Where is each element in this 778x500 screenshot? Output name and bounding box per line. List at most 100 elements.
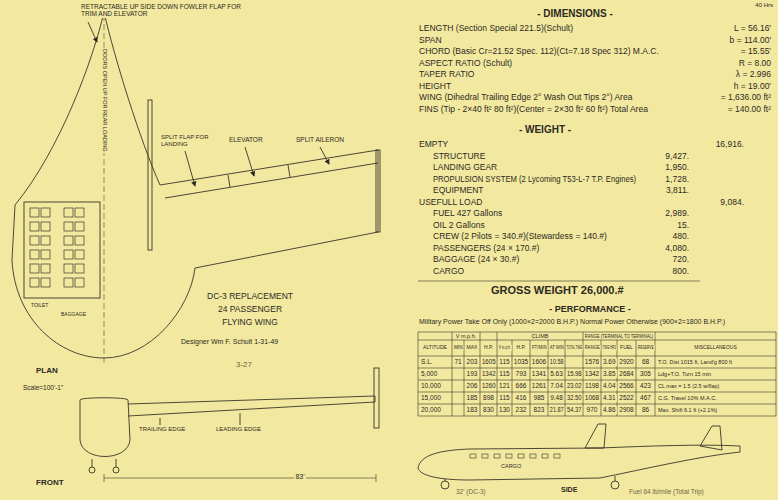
weight-value: 480. — [671, 232, 690, 242]
table-cell: 1198 — [584, 382, 600, 389]
weight-value: 3,811. — [665, 186, 690, 196]
table-header: RESERVE — [637, 345, 655, 351]
table-cell: 68 — [641, 358, 650, 365]
table-cell: 2908 — [618, 406, 634, 413]
landing-gear — [113, 467, 119, 473]
room-label: TOILET — [30, 303, 49, 309]
surface-divider — [288, 165, 290, 177]
table-cell: 823 — [533, 406, 546, 413]
table-cell: 1035 — [513, 358, 529, 365]
table-cell: 32.50 — [566, 394, 583, 401]
table-cell: 305 — [639, 370, 652, 377]
table-cell: 115 — [498, 394, 510, 401]
sheet-note: 40 Hrs — [754, 2, 774, 9]
dimension-name: CHORD (Basic Cr=21.52 Spec. 112)(Ct=7.18… — [418, 47, 660, 57]
table-cell: 467 — [639, 394, 652, 401]
table-cell: 1342 — [481, 370, 496, 377]
table-cell: 5,000 — [420, 370, 438, 377]
weight-item: FUEL 427 Gallons — [432, 209, 503, 219]
table-cell: T.O. Dist 1015 ft, Land'g 800 ft — [657, 359, 733, 365]
table-cell: 3.85 — [602, 370, 616, 377]
table-cell: 23.02 — [566, 382, 583, 389]
control-surface-line — [165, 163, 378, 198]
part-label: LEADING EDGE — [215, 426, 262, 433]
table-header: MIN — [453, 345, 464, 351]
weight-item: CREW (2 Pilots = 340.#)(Stewardess = 140… — [432, 232, 608, 242]
table-cell: 2684 — [618, 370, 634, 377]
side-windows — [470, 454, 560, 458]
dimension-value: λ = 2.996 — [735, 70, 772, 80]
part-label: ELEVATOR — [228, 136, 264, 143]
table-group-header: RANGE (TERMINAL TO TERMINAL) — [584, 333, 654, 339]
table-cell: 4.31 — [602, 394, 616, 401]
table-cell: 3.69 — [602, 358, 616, 365]
table-cell: 203 — [466, 358, 479, 365]
table-cell: 666 — [515, 382, 528, 389]
weight-item: PROPULSION SYSTEM (2 Lycoming T53-L-7 T.… — [432, 175, 637, 185]
table-cell: 1260 — [481, 382, 496, 389]
table-header: ALTITUDE — [422, 345, 448, 351]
table-cell: 54.37 — [566, 406, 583, 413]
table-cell: 1576 — [584, 358, 600, 365]
weight-value: 4,080. — [664, 244, 690, 254]
weight-value: 9,427. — [664, 152, 690, 162]
table-cell: 2566 — [618, 382, 634, 389]
table-cell: 1341 — [531, 370, 547, 377]
front-tip-fin — [374, 368, 379, 428]
weight-value: 720. — [671, 255, 690, 265]
weight-item: BAGGAGE (24 × 30.#) — [432, 255, 520, 265]
dimension-value: R = 8.00 — [738, 59, 772, 69]
table-cell: 20,000 — [420, 406, 442, 413]
leader-line — [240, 413, 241, 425]
table-cell: 115 — [498, 370, 510, 377]
dimension-value: b = 114.00' — [729, 36, 772, 46]
landing-gear — [89, 467, 95, 473]
weight-item: PASSENGERS (24 × 170.#) — [432, 244, 540, 254]
weight-item: EMPTY — [418, 140, 449, 150]
weight-item: STRUCTURE — [432, 152, 486, 162]
weight-value: 9,084. — [719, 198, 745, 208]
table-cell: 4.86 — [602, 406, 616, 413]
dimension-label: 83' — [294, 473, 305, 481]
view-label: SIDE — [560, 486, 578, 494]
table-header: H.P. — [515, 345, 526, 351]
table-cell: 985 — [533, 394, 546, 401]
weight-value: 1,950. — [664, 163, 690, 173]
dimension-tick — [104, 474, 105, 482]
section-heading: - WEIGHT - — [518, 124, 572, 136]
landing-gear — [116, 459, 117, 467]
surface-divider — [228, 175, 230, 187]
table-cell: 206 — [466, 382, 479, 389]
table-header: TOTAL TIME — [566, 345, 582, 351]
table-cell: 1261 — [531, 382, 547, 389]
gross-weight: GROSS WEIGHT 26,000.# — [490, 284, 625, 297]
stamp-number: 3-27 — [235, 360, 253, 369]
cabin-outline — [24, 202, 100, 298]
dimension-value: = 1,636.00 ft² — [720, 93, 772, 103]
side-tail-fin — [700, 426, 722, 450]
table-cell: 185 — [466, 394, 479, 401]
weight-item: OIL 2 Gallons — [432, 221, 486, 231]
dimension-name: WING (Dihedral Trailing Edge 2° Wash Out… — [418, 93, 633, 103]
leader-line — [320, 147, 329, 164]
table-header: RANGE — [584, 345, 600, 351]
scale-note: Scale=100'-1" — [22, 384, 64, 391]
dimension-name: HEIGHT — [418, 82, 452, 92]
table-cell: 1342 — [584, 370, 600, 377]
front-wing — [128, 396, 375, 416]
dimension-name: LENGTH (Section Special 221.5)(Schult) — [418, 24, 574, 34]
table-group-header: V m.p.h. — [455, 333, 477, 339]
dimension-value: = 140.00 ft² — [727, 105, 772, 115]
landing-gear — [441, 481, 449, 489]
leader-line — [245, 147, 254, 176]
passenger-seats — [30, 208, 84, 287]
table-cell: 793 — [515, 370, 528, 377]
table-cell: 4.04 — [602, 382, 616, 389]
table-cell: 130 — [498, 406, 511, 413]
table-group-header: CLIMB — [531, 333, 550, 339]
table-cell: 193 — [466, 370, 479, 377]
power-note: Military Power Take Off Only (1000×2=200… — [418, 318, 726, 326]
part-label: CARGO — [500, 463, 522, 469]
